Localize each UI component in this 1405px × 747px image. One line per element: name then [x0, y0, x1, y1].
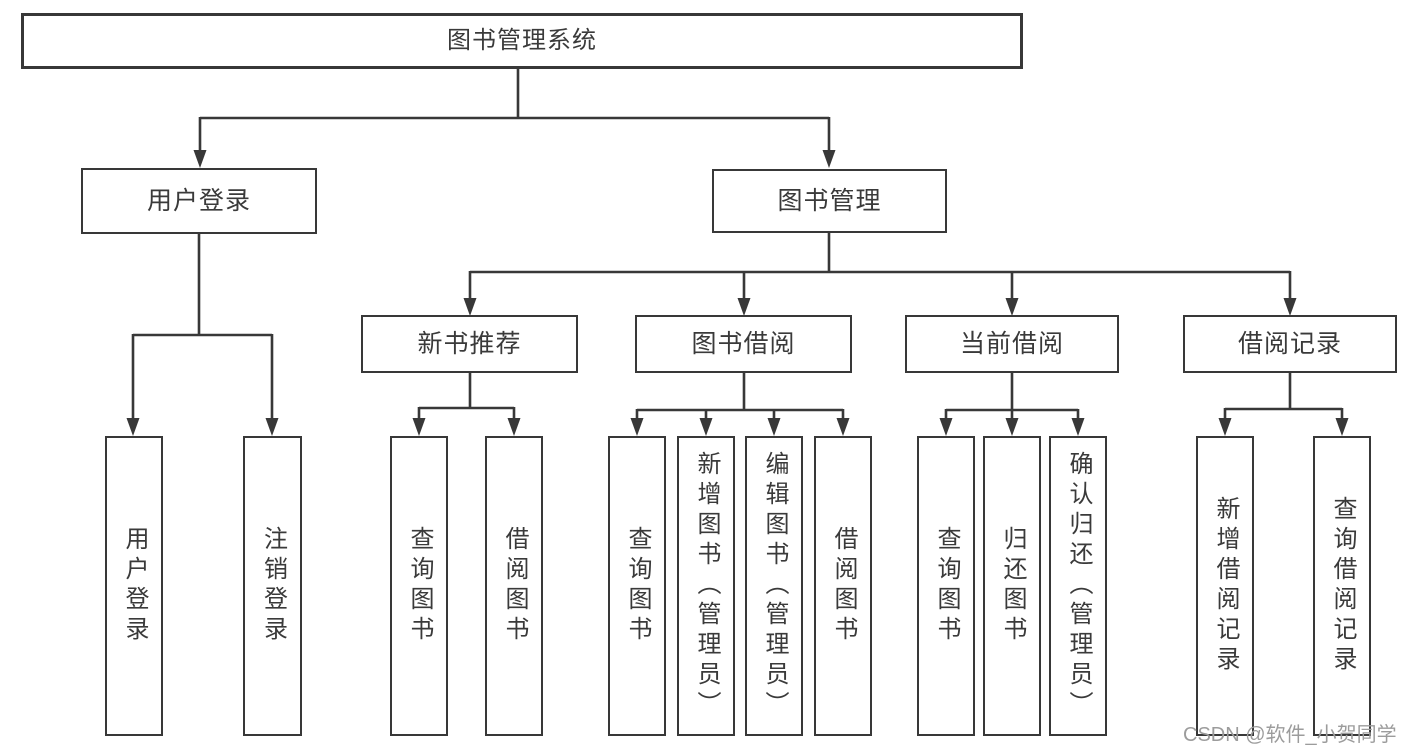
- node-leaf-query-books-recommend-label: 查询图书: [406, 526, 433, 646]
- node-leaf-user-login-label: 用户登录: [121, 526, 148, 646]
- node-borrow-records: 借阅记录: [1183, 315, 1397, 373]
- arrowhead: [1005, 418, 1019, 436]
- node-leaf-return-book-label: 归还图书: [999, 526, 1026, 646]
- node-leaf-query-books-borrow-label: 查询图书: [624, 526, 651, 646]
- arrowhead: [630, 418, 644, 436]
- arrowhead: [126, 418, 140, 436]
- node-leaf-edit-book-admin: 编辑图书（管理员）: [745, 436, 803, 736]
- arrowhead: [1283, 298, 1297, 316]
- node-new-book-recommend-label: 新书推荐: [417, 329, 522, 358]
- node-leaf-logout: 注销登录: [243, 436, 302, 736]
- node-leaf-borrow-books-recommend: 借阅图书: [485, 436, 543, 736]
- node-borrow-records-label: 借阅记录: [1237, 329, 1342, 358]
- node-leaf-add-book-admin: 新增图书（管理员）: [677, 436, 735, 736]
- node-leaf-query-borrow-record-label: 查询借阅记录: [1329, 496, 1356, 676]
- node-leaf-query-books-borrow: 查询图书: [608, 436, 666, 736]
- node-book-borrow: 图书借阅: [635, 315, 852, 373]
- arrowhead: [836, 418, 850, 436]
- node-leaf-borrow-books-label: 借阅图书: [830, 526, 857, 646]
- arrowhead: [939, 418, 953, 436]
- node-root-label: 图书管理系统: [447, 27, 597, 54]
- arrowhead: [507, 418, 521, 436]
- arrowhead: [822, 150, 836, 168]
- node-user-login-label: 用户登录: [146, 186, 251, 215]
- arrowhead: [737, 298, 751, 316]
- node-leaf-logout-label: 注销登录: [259, 526, 287, 646]
- node-leaf-borrow-books: 借阅图书: [814, 436, 872, 736]
- arrowhead: [1218, 418, 1232, 436]
- arrowhead: [193, 150, 207, 168]
- node-leaf-add-book-admin-label: 新增图书（管理员）: [693, 451, 720, 721]
- node-user-login: 用户登录: [81, 168, 317, 234]
- node-current-borrow: 当前借阅: [905, 315, 1119, 373]
- arrowhead: [1335, 418, 1349, 436]
- node-leaf-query-books-recommend: 查询图书: [390, 436, 448, 736]
- node-leaf-query-borrow-record: 查询借阅记录: [1313, 436, 1371, 736]
- node-leaf-add-borrow-record: 新增借阅记录: [1196, 436, 1254, 736]
- arrowhead: [463, 298, 477, 316]
- node-book-borrow-label: 图书借阅: [691, 329, 796, 358]
- node-leaf-borrow-books-recommend-label: 借阅图书: [501, 526, 528, 646]
- node-leaf-confirm-return-admin: 确认归还（管理员）: [1049, 436, 1107, 736]
- node-book-management: 图书管理: [712, 169, 947, 233]
- arrowhead: [265, 418, 279, 436]
- arrowhead: [1005, 298, 1019, 316]
- arrowhead: [767, 418, 781, 436]
- arrowhead: [699, 418, 713, 436]
- node-leaf-query-books-current-label: 查询图书: [933, 526, 960, 646]
- node-book-management-label: 图书管理: [777, 186, 882, 215]
- node-leaf-query-books-current: 查询图书: [917, 436, 975, 736]
- arrowhead: [412, 418, 426, 436]
- node-leaf-edit-book-admin-label: 编辑图书（管理员）: [761, 451, 788, 721]
- node-leaf-add-borrow-record-label: 新增借阅记录: [1212, 496, 1239, 676]
- node-leaf-confirm-return-admin-label: 确认归还（管理员）: [1065, 451, 1092, 721]
- node-new-book-recommend: 新书推荐: [361, 315, 578, 373]
- csdn-watermark: CSDN @软件_小贺同学: [1183, 724, 1397, 746]
- arrowhead: [1071, 418, 1085, 436]
- node-leaf-return-book: 归还图书: [983, 436, 1041, 736]
- node-root: 图书管理系统: [21, 13, 1023, 69]
- node-current-borrow-label: 当前借阅: [959, 329, 1064, 358]
- node-leaf-user-login: 用户登录: [105, 436, 163, 736]
